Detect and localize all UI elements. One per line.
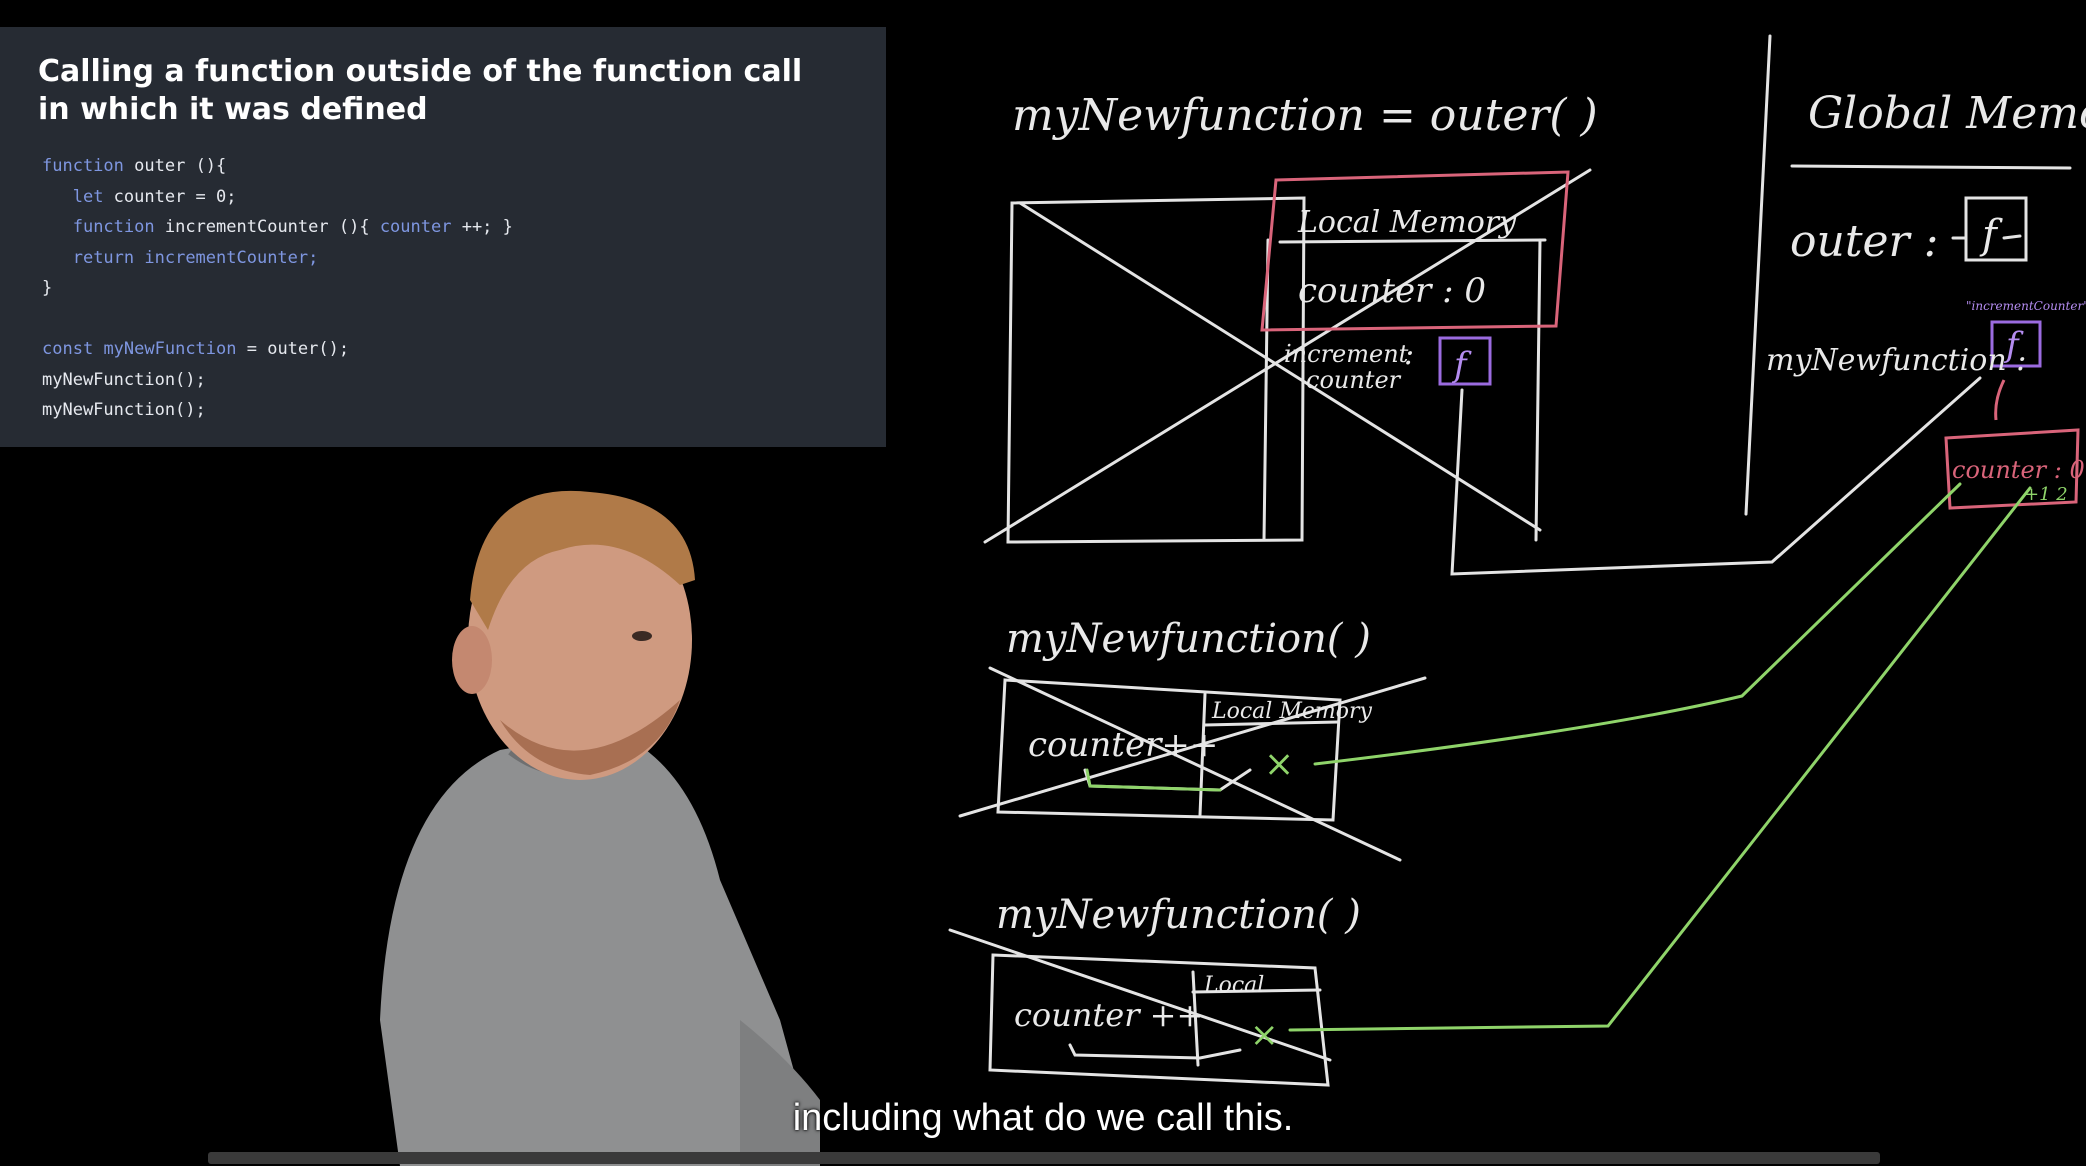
global-outer-f-box (1964, 196, 2028, 262)
presenter-head (468, 500, 692, 780)
code-block: function outer (){ let counter = 0; func… (42, 151, 513, 426)
global-memory-divider (1744, 34, 1772, 516)
call1-body-label: counter++ (1028, 725, 1218, 765)
increment-f-symbol: f (1451, 345, 1472, 385)
call1-backpack-link (1313, 482, 1962, 766)
presenter-eye (632, 631, 652, 641)
call2-context-box (988, 953, 1330, 1087)
call2-local-column (1191, 970, 1200, 1067)
code-line: } (42, 278, 53, 298)
backpack-counter-label: counter : 0 (1952, 456, 2085, 484)
code-line: let counter = 0; (72, 186, 237, 207)
call2-backpack-link (1288, 486, 2032, 1032)
outer-label: outer : (1790, 216, 1938, 267)
mynewfunction-label: myNewfunction : (1766, 343, 2026, 378)
call1-context-box (996, 678, 1342, 822)
subtitle-caption: including what do we call this. (792, 1097, 1294, 1139)
increment-counter-label-2: counter (1306, 366, 1402, 394)
code-line: const myNewFunction = outer(); (42, 339, 350, 359)
call1-x-mark: × (1264, 744, 1294, 785)
top-call-label: myNewfunction = outer( ) (1012, 90, 1598, 141)
call1-local-column (1198, 692, 1207, 817)
presenter-hair (470, 490, 695, 630)
local-memory-box (1260, 170, 1570, 332)
outer-f-symbol: f (1979, 212, 2003, 258)
code-line: function incrementCounter (){ counter ++… (72, 217, 513, 237)
call1-local-label: Local Memory (1211, 699, 1372, 724)
global-memory-underline (1790, 164, 2072, 170)
call1-cross-1 (988, 666, 1402, 862)
video-progress-bar[interactable] (208, 1152, 1880, 1164)
counter-zero-label: counter : 0 (1298, 271, 1486, 311)
global-memory-title: Global Memory (1808, 88, 2086, 139)
backpack-box (1944, 428, 2080, 510)
outer-cross-1 (1018, 201, 1542, 532)
outer-cross-2 (983, 168, 1592, 544)
call2-local-label: Local (1203, 973, 1264, 998)
call1-return-tick (1085, 768, 1222, 792)
backpack-plus-label: +1 2 (2024, 484, 2068, 505)
small-incrementcounter-label: "incrementCounter" (1966, 299, 2086, 313)
call1-label: myNewfunction( ) (1006, 616, 1371, 662)
call1-cross-2 (958, 676, 1427, 818)
presenter-body (380, 730, 820, 1166)
call2-cross (948, 928, 1332, 1062)
increment-colon: : (1404, 337, 1414, 372)
call2-label: myNewfunction( ) (996, 892, 1361, 938)
call2-local-divider (1191, 988, 1322, 994)
presenter-ear (452, 626, 492, 694)
global-f-arrow (1951, 234, 2022, 240)
presenter-arm (740, 1020, 820, 1166)
local-memory-column (1262, 238, 1542, 542)
slide-title: Calling a function outside of the functi… (38, 54, 803, 127)
presenter-beard (500, 700, 680, 775)
local-memory-divider (1278, 238, 1547, 244)
code-line: function outer (){ (42, 156, 227, 176)
code-line: return incrementCounter; (72, 247, 319, 268)
local-memory-label: Local Memory (1297, 205, 1517, 240)
global-mynewfunction-f-box (1990, 320, 2042, 368)
code-line: myNewFunction(); (42, 400, 206, 420)
backpack-connector (1994, 379, 2006, 421)
increment-counter-f-box (1438, 336, 1492, 386)
call2-body-label: counter ++ (1014, 996, 1203, 1034)
outer-context-box (1006, 196, 1306, 544)
increment-counter-label-1: increment (1284, 340, 1409, 368)
code-slide: Calling a function outside of the functi… (0, 27, 886, 447)
function-link-line (1450, 376, 1982, 576)
call2-return-arrow (1068, 1043, 1242, 1060)
call2-x-mark: × (1250, 1015, 1279, 1055)
presenter (380, 490, 820, 1166)
code-line: myNewFunction(); (42, 369, 206, 390)
